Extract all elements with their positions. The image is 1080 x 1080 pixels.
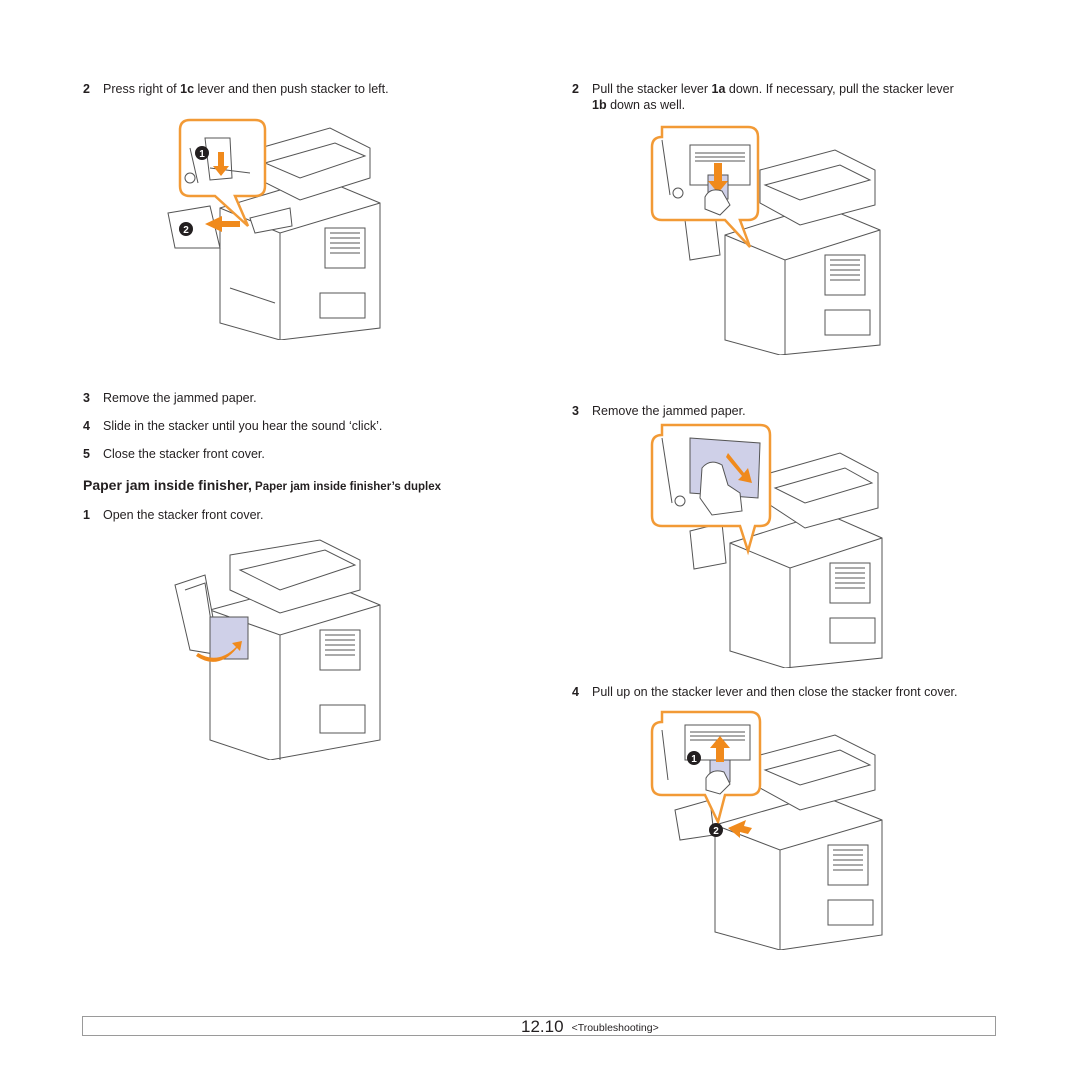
callout-number-2 bbox=[709, 823, 723, 837]
step-number: 3 bbox=[572, 404, 579, 418]
step-number: 3 bbox=[83, 391, 90, 405]
step-text: Pull the stacker lever bbox=[592, 82, 712, 96]
step-bold-label: 1a bbox=[711, 82, 726, 96]
callout-label: 2 bbox=[183, 225, 189, 236]
step-bold-label: 1b bbox=[592, 98, 607, 112]
step-text: Open the stacker front cover. bbox=[103, 508, 264, 522]
step-number: 2 bbox=[83, 82, 90, 96]
step-bold-label: 1c bbox=[180, 82, 195, 96]
stacker-cover-highlight bbox=[209, 616, 249, 660]
callout-number-2 bbox=[179, 222, 193, 236]
callout-number-1 bbox=[687, 751, 701, 765]
step-text: Press right of bbox=[103, 82, 181, 96]
page-footer: 12.10 <Troubleshooting> bbox=[82, 1016, 996, 1036]
section-heading: Paper jam inside finisher, Paper jam ins… bbox=[83, 477, 441, 495]
step-text: lever and then push stacker to left. bbox=[194, 82, 389, 96]
step-number: 2 bbox=[572, 82, 579, 96]
step-number: 4 bbox=[83, 419, 90, 433]
step-number: 5 bbox=[83, 447, 90, 461]
heading-main: Paper jam inside finisher, bbox=[83, 477, 252, 493]
callout-label: 1 bbox=[199, 149, 205, 160]
step-text: Slide in the stacker until you hear the … bbox=[103, 419, 383, 433]
step-text: Close the stacker front cover. bbox=[103, 447, 265, 461]
callout-label: 1 bbox=[691, 754, 697, 765]
section-number: .10 bbox=[539, 1017, 564, 1036]
step-number: 1 bbox=[83, 508, 90, 522]
figure-open-stacker-cover bbox=[170, 535, 385, 760]
callout-label: 2 bbox=[713, 826, 719, 837]
figure-push-stacker-left: 1 2 bbox=[160, 108, 390, 340]
step-text: Pull up on the stacker lever and then cl… bbox=[592, 685, 958, 699]
figure-pull-lever-down bbox=[650, 125, 890, 355]
step-text: down as well. bbox=[606, 98, 686, 112]
arrow-open-icon bbox=[196, 641, 242, 662]
step-text: Remove the jammed paper. bbox=[592, 404, 746, 418]
page-number: 12.10 <Troubleshooting> bbox=[521, 1017, 659, 1038]
step-text: down. If necessary, pull the stacker lev… bbox=[725, 82, 954, 96]
figure-remove-jammed-paper bbox=[650, 423, 890, 668]
figure-pull-up-lever-close-cover: 1 2 bbox=[650, 710, 890, 950]
step-number: 4 bbox=[572, 685, 579, 699]
step-text: Remove the jammed paper. bbox=[103, 391, 257, 405]
chapter-number: 12 bbox=[521, 1017, 540, 1036]
callout-number-1 bbox=[195, 146, 209, 160]
footer-label: <Troubleshooting> bbox=[571, 1022, 659, 1034]
heading-sub: Paper jam inside finisher’s duplex bbox=[251, 481, 442, 493]
